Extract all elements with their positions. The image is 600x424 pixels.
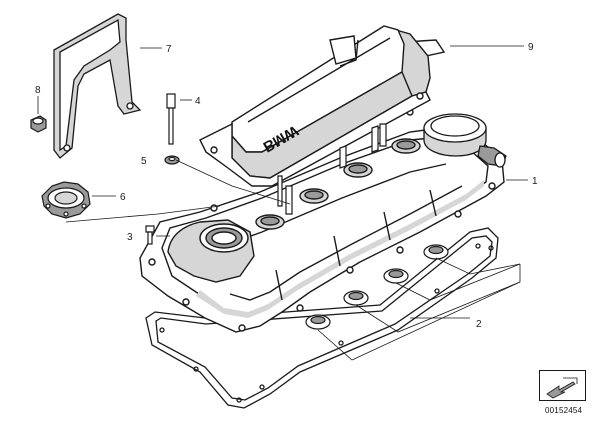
stud-bolt — [166, 93, 176, 145]
bracket — [53, 13, 142, 159]
seal-ring — [383, 268, 409, 284]
oil-filler-cap — [41, 181, 91, 219]
valve-cover — [139, 108, 505, 333]
bolt — [145, 225, 155, 245]
callout-labels: 1 2 3 4 5 6 7 8 9 — [35, 42, 538, 330]
callout-3: 3 — [127, 232, 133, 243]
callout-7: 7 — [166, 44, 172, 55]
callout-5: 5 — [141, 156, 147, 167]
nut — [30, 115, 47, 133]
reference-code: 00152454 — [545, 406, 583, 415]
callout-6: 6 — [120, 192, 126, 203]
seal-bracket-lines — [317, 257, 521, 361]
seal-ring — [423, 244, 449, 260]
cover-mount-studs — [277, 123, 387, 215]
callout-4: 4 — [195, 96, 201, 107]
next-page-arrow-icon[interactable] — [539, 370, 586, 401]
pressure-control-valve — [423, 113, 507, 168]
nav-arrow-svg — [539, 370, 586, 401]
leader-lines — [37, 45, 528, 237]
washer — [164, 155, 180, 165]
seal-ring — [343, 290, 369, 306]
callout-2: 2 — [476, 319, 482, 330]
seal-ring — [305, 314, 331, 330]
ignition-coil-cover — [199, 25, 446, 187]
spark-plug-seals — [305, 244, 449, 330]
callout-9: 9 — [528, 42, 534, 53]
callout-8: 8 — [35, 85, 41, 96]
callout-1: 1 — [532, 176, 538, 187]
